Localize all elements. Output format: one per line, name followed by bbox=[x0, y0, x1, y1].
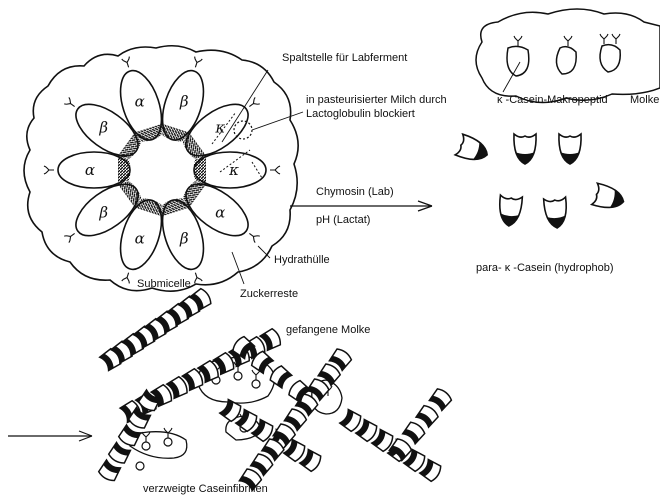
label-blocked-line2: Lactoglobulin blockiert bbox=[306, 108, 415, 121]
fibril-segment bbox=[339, 409, 363, 433]
segment-letter: α bbox=[135, 93, 145, 111]
segment-letter: β bbox=[98, 203, 108, 221]
segment-letter: β bbox=[179, 93, 189, 111]
label-hydration-shell: Hydrathülle bbox=[274, 254, 330, 267]
para-kappa-particles bbox=[455, 134, 626, 229]
label-kappa-macropeptide: κ -Casein-Makropeptid bbox=[497, 94, 608, 107]
fibril-segment bbox=[429, 387, 453, 411]
label-whey: Molke bbox=[630, 94, 659, 107]
label-trapped-whey: gefangene Molke bbox=[286, 324, 370, 337]
fibril-segment bbox=[415, 404, 439, 428]
segment-letter: α bbox=[215, 203, 225, 221]
label-cleavage-site: Spaltstelle für Labferment bbox=[282, 52, 407, 65]
fibril-segment bbox=[402, 420, 426, 444]
fibril-segment bbox=[97, 459, 121, 482]
fibril-segment bbox=[107, 442, 131, 465]
segment-letter: α bbox=[135, 229, 145, 247]
segment-letter: κ bbox=[228, 161, 239, 179]
segment-letter: α bbox=[85, 161, 95, 179]
segment-letter: β bbox=[98, 119, 108, 137]
segment-letter: β bbox=[179, 229, 189, 247]
casein-fibrils bbox=[97, 287, 452, 491]
label-submicelle: Submicelle bbox=[137, 278, 191, 291]
label-para-kappa-casein: para- κ -Casein (hydrophob) bbox=[476, 262, 614, 275]
label-blocked-line1: in pasteurisierter Milch durch bbox=[306, 94, 447, 107]
label-ph: pH (Lactat) bbox=[316, 214, 370, 227]
label-chymosin: Chymosin (Lab) bbox=[316, 186, 394, 199]
label-sugar-residues: Zuckerreste bbox=[240, 288, 298, 301]
label-branched-fibrils: verzweigte Caseinfibrillen bbox=[143, 483, 268, 495]
